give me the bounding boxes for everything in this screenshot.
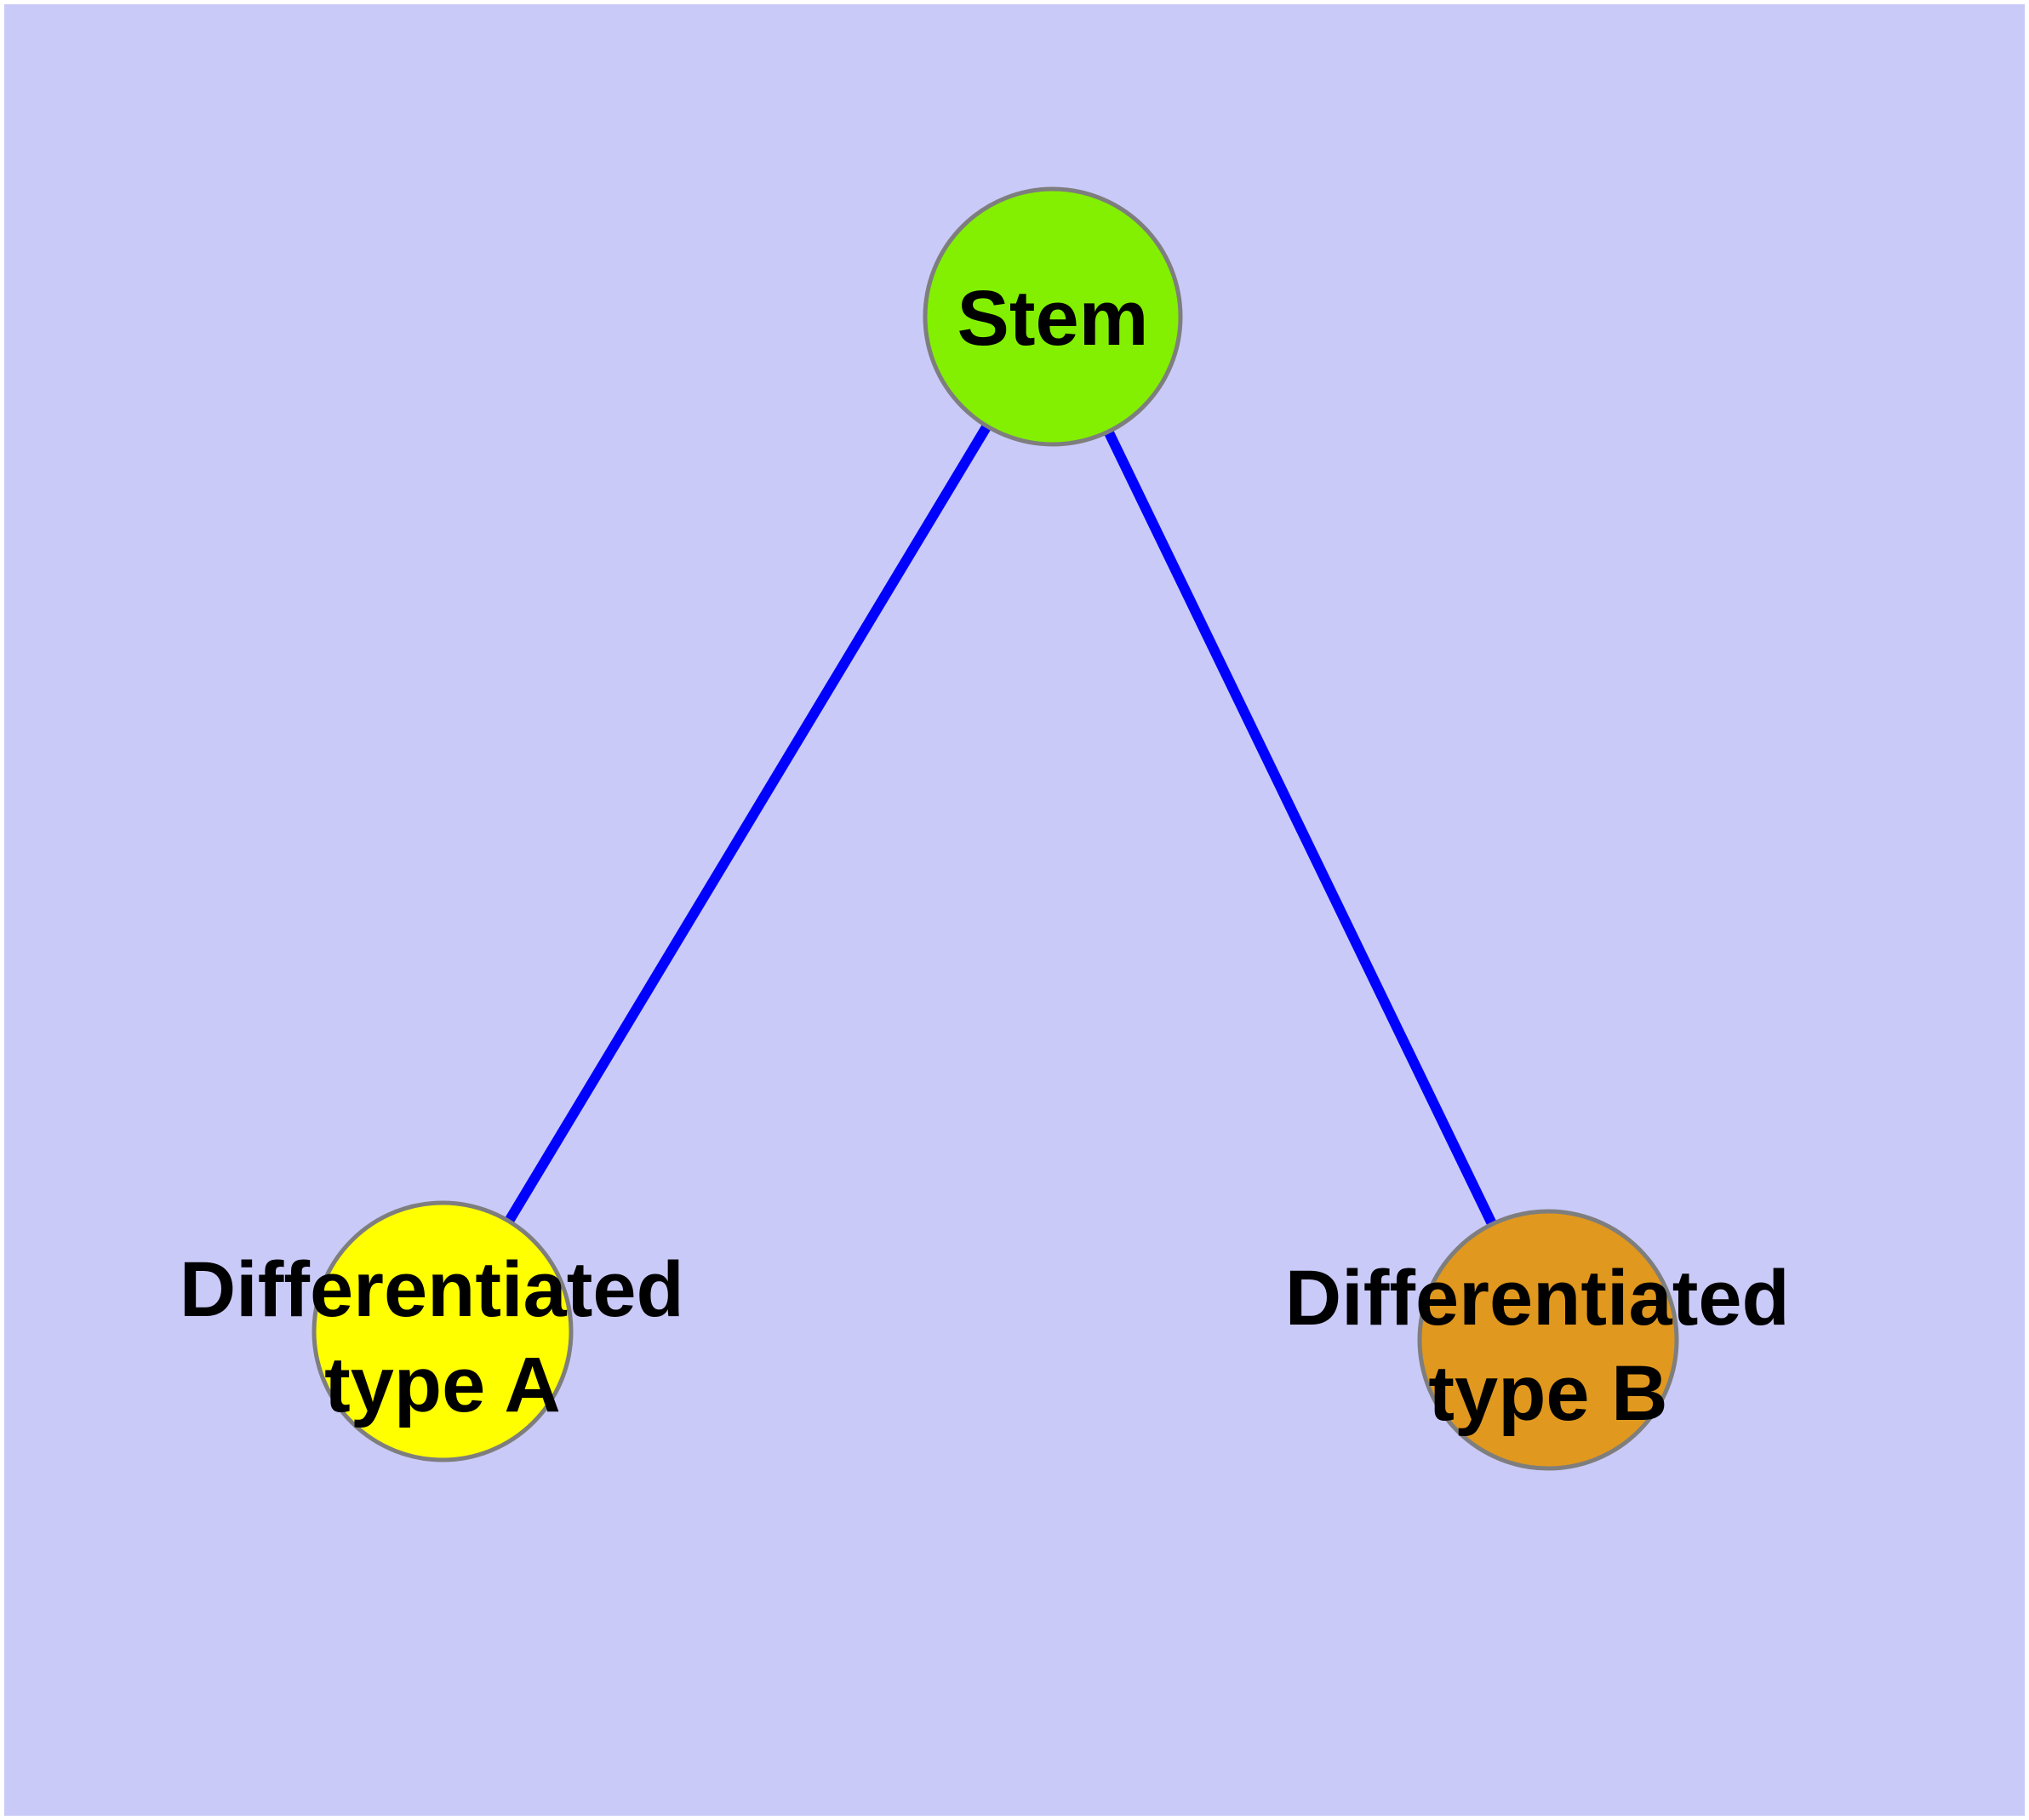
type-a-label-line1: Differentiated xyxy=(180,1246,684,1333)
type-a-label-line2: type A xyxy=(324,1342,561,1428)
type-b-label-line1: Differentiated xyxy=(1285,1255,1790,1342)
edge-stem-to-type-a xyxy=(437,313,1058,1335)
edge-stem-to-type-b xyxy=(1048,314,1553,1342)
type-b-node-label: Differentiated type B xyxy=(1285,1255,1812,1437)
type-a-node-label: Differentiated type A xyxy=(180,1246,706,1428)
type-b-label-line2: type B xyxy=(1428,1350,1667,1437)
differentiated-type-a-node xyxy=(311,1200,574,1462)
differentiated-type-b-node xyxy=(1417,1209,1679,1471)
stem-node xyxy=(923,186,1183,447)
stem-node-label: Stem xyxy=(957,275,1149,362)
